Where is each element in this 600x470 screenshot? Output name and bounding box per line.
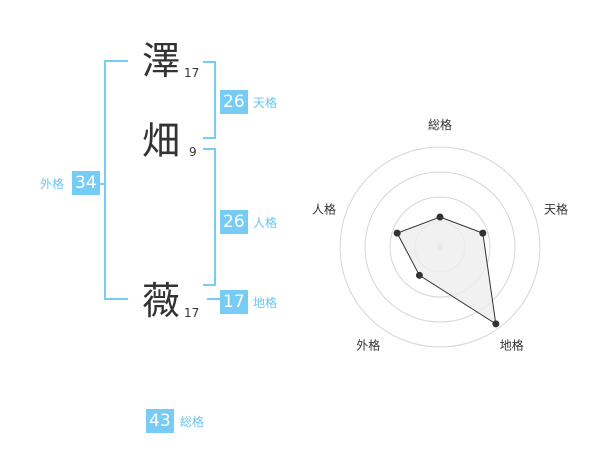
radar-shape-group <box>393 213 500 328</box>
radar-point-5 <box>393 229 401 237</box>
stroke-count-1: 17 <box>184 66 200 80</box>
stroke-count-2: 9 <box>189 145 197 159</box>
radar-axis-label-5: 人格 <box>312 201 336 216</box>
soukaku-badge: 43 <box>146 409 174 433</box>
radar-point-3 <box>492 320 500 328</box>
jinkaku-label: 人格 <box>253 216 278 230</box>
radar-point-1 <box>436 213 444 221</box>
name-char-3: 薇 <box>142 279 181 323</box>
radar-ring <box>364 171 516 323</box>
name-char-1: 澤 <box>142 39 181 83</box>
jinkaku-bracket <box>203 148 216 286</box>
tenkaku-badge: 26 <box>220 90 248 114</box>
gaikaku-label: 外格 <box>40 177 65 191</box>
gaikaku-badge: 34 <box>72 171 100 195</box>
chikaku-label: 地格 <box>253 296 278 310</box>
radar-point-2 <box>479 229 487 237</box>
name-char-2: 畑 <box>142 119 181 163</box>
radar-axis-label-2: 天格 <box>544 201 568 216</box>
jinkaku-badge: 26 <box>220 210 248 234</box>
radar-axis-label-3: 地格 <box>500 338 524 353</box>
radar-axis-label-1: 総格 <box>428 117 452 132</box>
chikaku-connector <box>207 298 221 300</box>
radar-axis-label-4: 外格 <box>356 338 380 353</box>
soukaku-label: 総格 <box>180 415 205 429</box>
radar-point-4 <box>415 271 423 279</box>
gaikaku-bracket <box>104 60 128 300</box>
radar-polygon <box>396 216 497 325</box>
radar-ring <box>389 196 491 298</box>
chikaku-badge: 17 <box>220 290 248 314</box>
tenkaku-bracket <box>203 61 216 139</box>
tenkaku-label: 天格 <box>253 96 278 110</box>
radar-ring <box>339 146 541 348</box>
stroke-count-3: 17 <box>184 306 200 320</box>
